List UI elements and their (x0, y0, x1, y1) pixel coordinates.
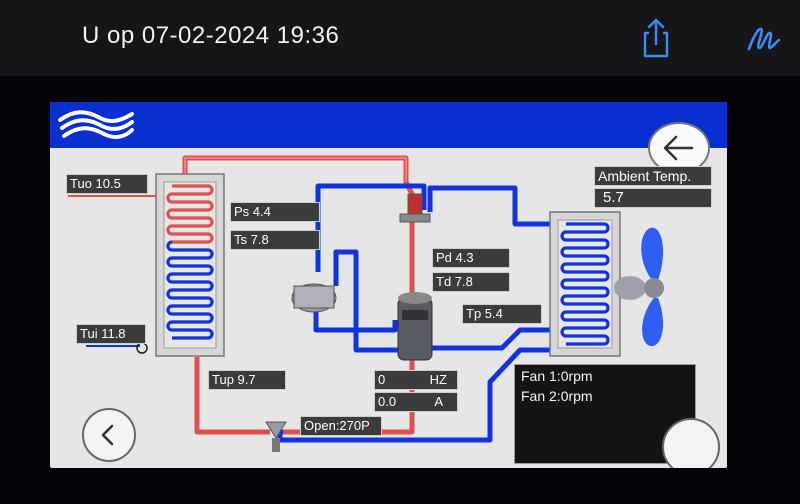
current-value: 0.0 (378, 394, 397, 409)
fan-1-status: Fan 1:0rpm (521, 368, 593, 384)
pd-label: Pd (436, 250, 452, 265)
tui-value: 11.8 (101, 326, 126, 341)
current-unit: A (434, 394, 443, 409)
markup-icon[interactable] (744, 16, 784, 60)
tui-reading: Tui 11.8 (76, 324, 146, 344)
brand-logo-icon (56, 106, 136, 142)
tup-value: 9.7 (237, 372, 256, 387)
refrigerant-circuit-diagram (68, 155, 664, 452)
tp-label: Tp (466, 306, 482, 321)
expansion-valve-opening: Open:270P (300, 416, 382, 436)
ambient-temp-value: 5.7 (594, 188, 712, 208)
back-arrow-icon (663, 135, 694, 161)
pd-value: 4.3 (455, 250, 474, 265)
tp-reading: Tp 5.4 (462, 304, 542, 324)
previous-page-button[interactable] (82, 408, 136, 462)
compressor (397, 292, 433, 361)
next-page-button[interactable] (662, 418, 720, 468)
pd-reading: Pd 4.3 (432, 248, 510, 268)
photo-title: U op 07-02-2024 19:36 (82, 22, 340, 49)
share-icon[interactable] (636, 16, 676, 60)
fan-icon (614, 227, 664, 347)
tup-label: Tup (212, 372, 234, 387)
expansion-valve (265, 421, 287, 452)
frequency-unit: HZ (429, 372, 447, 387)
ts-value: 7.8 (250, 232, 269, 247)
frequency-value: 0 (378, 372, 386, 387)
td-reading: Td 7.8 (432, 272, 510, 292)
ts-reading: Ts 7.8 (230, 230, 320, 250)
fan-2-status: Fan 2:0rpm (521, 388, 593, 404)
ps-value: 4.4 (252, 204, 271, 219)
ps-label: Ps (234, 204, 250, 219)
tui-label: Tui (80, 326, 98, 341)
ps-reading: Ps 4.4 (230, 202, 320, 222)
current-reading: 0.0 A (374, 392, 458, 412)
hmi-header-bar (50, 102, 727, 148)
tup-reading: Tup 9.7 (208, 370, 286, 390)
tuo-value: 10.5 (95, 176, 121, 191)
ts-label: Ts (234, 232, 247, 247)
hmi-screen: Ambient Temp. 5.7 Tuo 10.5 Tui 11.8 Ps 4… (50, 102, 727, 468)
photo-viewer-bar: U op 07-02-2024 19:36 (0, 0, 800, 76)
frequency-reading: 0 HZ (374, 370, 458, 390)
tuo-reading: Tuo 10.5 (66, 174, 148, 194)
tp-value: 5.4 (484, 306, 503, 321)
ambient-temp-label: Ambient Temp. (594, 166, 712, 186)
td-value: 7.8 (454, 274, 473, 289)
td-label: Td (436, 274, 452, 289)
chevron-left-icon (101, 424, 114, 446)
accumulator (291, 283, 337, 313)
tuo-label: Tuo (70, 176, 92, 191)
